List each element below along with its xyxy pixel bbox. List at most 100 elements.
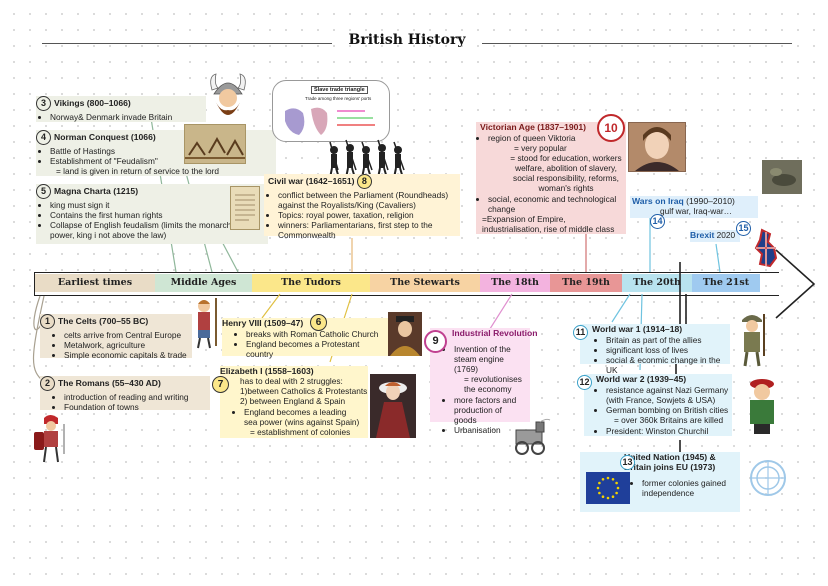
un-item: former colonies gained independence xyxy=(642,478,734,498)
badge-13-wrap: 13 xyxy=(620,454,638,472)
industrial-note: = revolutionises the economy xyxy=(464,374,522,394)
ww2-heading: World war 2 (1939–45) xyxy=(596,374,687,384)
badge-2: 2 xyxy=(40,376,55,391)
badge-5: 5 xyxy=(36,184,51,199)
event-industrial-revolution: Industrial Revolution Invention of the s… xyxy=(430,328,537,435)
timeline-20th: The 20th xyxy=(622,274,692,292)
bayeux-tapestry-image xyxy=(184,124,246,164)
badge-15: 15 xyxy=(736,221,751,237)
slave-trade-subtitle: Trade among three regions' ports xyxy=(305,96,372,101)
title-rule-left xyxy=(42,43,332,44)
badge-4: 4 xyxy=(36,130,51,145)
page-title: British History xyxy=(348,32,466,48)
title-rule-right xyxy=(482,43,792,44)
viking-icon xyxy=(210,73,246,115)
victorian-item: social, economic and technological chang… xyxy=(488,194,626,214)
event-world-war-1: World war 1 (1914–18) Britain as part of… xyxy=(580,324,730,375)
vikings-item: Norway& Denmark invade Britain xyxy=(50,112,206,122)
timeline-earliest-times: Earliest times xyxy=(35,274,155,292)
celtic-warrior-icon xyxy=(197,298,217,349)
henry-item: breaks with Roman Catholic Church xyxy=(246,329,388,339)
vikings-heading: Vikings (800–1066) xyxy=(54,97,131,108)
badge-12: 12 xyxy=(577,375,592,391)
brexit-year: 2020 xyxy=(716,230,736,240)
ww1-soldier-icon xyxy=(742,314,765,367)
badge-11-wrap: 11 xyxy=(573,324,591,342)
event-henry-viii: Henry VIII (1509–47) breaks with Roman C… xyxy=(222,318,388,359)
eu-flag-icon xyxy=(586,472,630,504)
event-world-war-2: World war 2 (1939–45) resistance against… xyxy=(584,374,732,436)
norman-item: Battle of Hastings xyxy=(50,146,276,156)
un-heading: United Nation (1945) & Britain joins EU … xyxy=(624,452,716,472)
badge-3: 3 xyxy=(36,96,51,111)
timeline-middle-ages: Middle Ages xyxy=(155,274,252,292)
event-wars-on-iraq: Wars on Iraq (1990–2010) gulf war, Iraq-… xyxy=(630,196,758,218)
industrial-item: Urbanisation xyxy=(454,425,524,435)
magna-heading: Magna Charta (1215) xyxy=(54,185,139,196)
iraq-year: (1990–2010) xyxy=(686,196,735,206)
celts-item: celts arrive from Central Europe xyxy=(64,330,192,340)
henry-item: England becomes a Protestant country xyxy=(246,339,388,359)
badge-1: 1 xyxy=(40,314,55,329)
slave-trade-triangle-image: Slave trade triangle Trade among three r… xyxy=(272,80,390,142)
slave-trade-title: Slave trade triangle xyxy=(311,86,368,94)
badge-12-wrap: 12 xyxy=(577,374,595,392)
ww1-item: social & econmic change in the UK xyxy=(606,355,730,375)
event-victorian-age: Victorian Age (1837–1901) region of quee… xyxy=(476,122,626,234)
iraq-text: gulf war, Iraq-war… xyxy=(660,206,732,216)
timeline-bar xyxy=(34,272,779,296)
henry-viii-portrait xyxy=(388,312,422,356)
timeline-tudors: The Tudors xyxy=(252,274,370,292)
event-elizabeth-i: Elizabeth I (1558–1603) has to deal with… xyxy=(220,366,368,438)
badge-6-wrap: 6 xyxy=(310,314,330,332)
event-brexit: Brexit 2020 xyxy=(690,230,740,242)
civil-war-item: winners: Parliamentarians, first step to… xyxy=(278,220,460,240)
elizabeth-heading: Elizabeth I (1558–1603) xyxy=(220,366,314,376)
norman-item: Establishment of "Feudalism" xyxy=(50,156,276,166)
badge-9: 9 xyxy=(424,330,447,353)
victorian-sub: = stood for education, workers welfare, … xyxy=(510,153,622,193)
ww1-item: Britain as part of the allies xyxy=(606,335,730,345)
norman-heading: Norman Conquest (1066) xyxy=(54,131,156,142)
victorian-heading: Victorian Age (1837–1901) xyxy=(480,122,587,132)
magna-item: Contains the first human rights xyxy=(50,210,240,220)
ww2-note: = over 360k Britains are killed xyxy=(614,415,724,425)
industrial-item: Invention of the steam engine (1769) xyxy=(454,344,524,374)
uk-map-flag-icon xyxy=(754,228,778,268)
ww1-item: significant loss of lives xyxy=(606,345,730,355)
ww2-item: resistance against Nazi Germany (with Fr… xyxy=(606,385,732,405)
timeline-arrow-icon xyxy=(775,249,816,319)
elizabeth-note: = establishment of colonies xyxy=(250,427,351,437)
steam-engine-icon xyxy=(515,418,551,455)
ww2-item: German bombing on British cities xyxy=(606,405,732,415)
timeline-stewarts: The Stewarts xyxy=(370,274,480,292)
romans-item: Foundation of towns xyxy=(64,402,210,412)
badge-6: 6 xyxy=(310,314,327,332)
badge-7-wrap: 7 xyxy=(212,376,232,394)
civil-war-item: Topics: royal power, taxation, religion xyxy=(278,210,460,220)
badge-14: 14 xyxy=(650,214,665,230)
badge-13: 13 xyxy=(620,455,635,471)
victorian-note: =Expansion of Empire, industrialisation,… xyxy=(482,214,615,234)
celts-item: Metalwork, agriculture xyxy=(64,340,192,350)
henry-heading: Henry VIII (1509–47) xyxy=(222,318,304,328)
timeline-18th: The 18th xyxy=(480,274,550,292)
badge-8: 8 xyxy=(356,174,372,189)
elizabeth-item: England becomes a leading sea power (win… xyxy=(244,407,360,427)
elizabeth-line: 2) between England & Spain xyxy=(240,396,346,406)
industrial-heading: Industrial Revolution xyxy=(452,328,538,338)
churchill-icon xyxy=(750,379,774,434)
civil-war-heading: Civil war (1642–1651) xyxy=(268,175,355,186)
civil-war-item: conflict between the Parliament (Roundhe… xyxy=(278,190,460,210)
victorian-sub: = very popular xyxy=(514,143,567,153)
celts-item: Simple economic capitals & trade xyxy=(64,350,192,360)
romans-item: introduction of reading and writing xyxy=(64,392,210,402)
roman-soldier-icon xyxy=(34,415,65,463)
celts-heading: The Celts (700–55 BC) xyxy=(58,315,149,326)
magna-item: Collapse of English feudalism (limits th… xyxy=(50,220,240,240)
elizabeth-line: has to deal with 2 struggles: xyxy=(240,376,343,386)
norman-note: = land is given in return of service to … xyxy=(56,166,220,176)
